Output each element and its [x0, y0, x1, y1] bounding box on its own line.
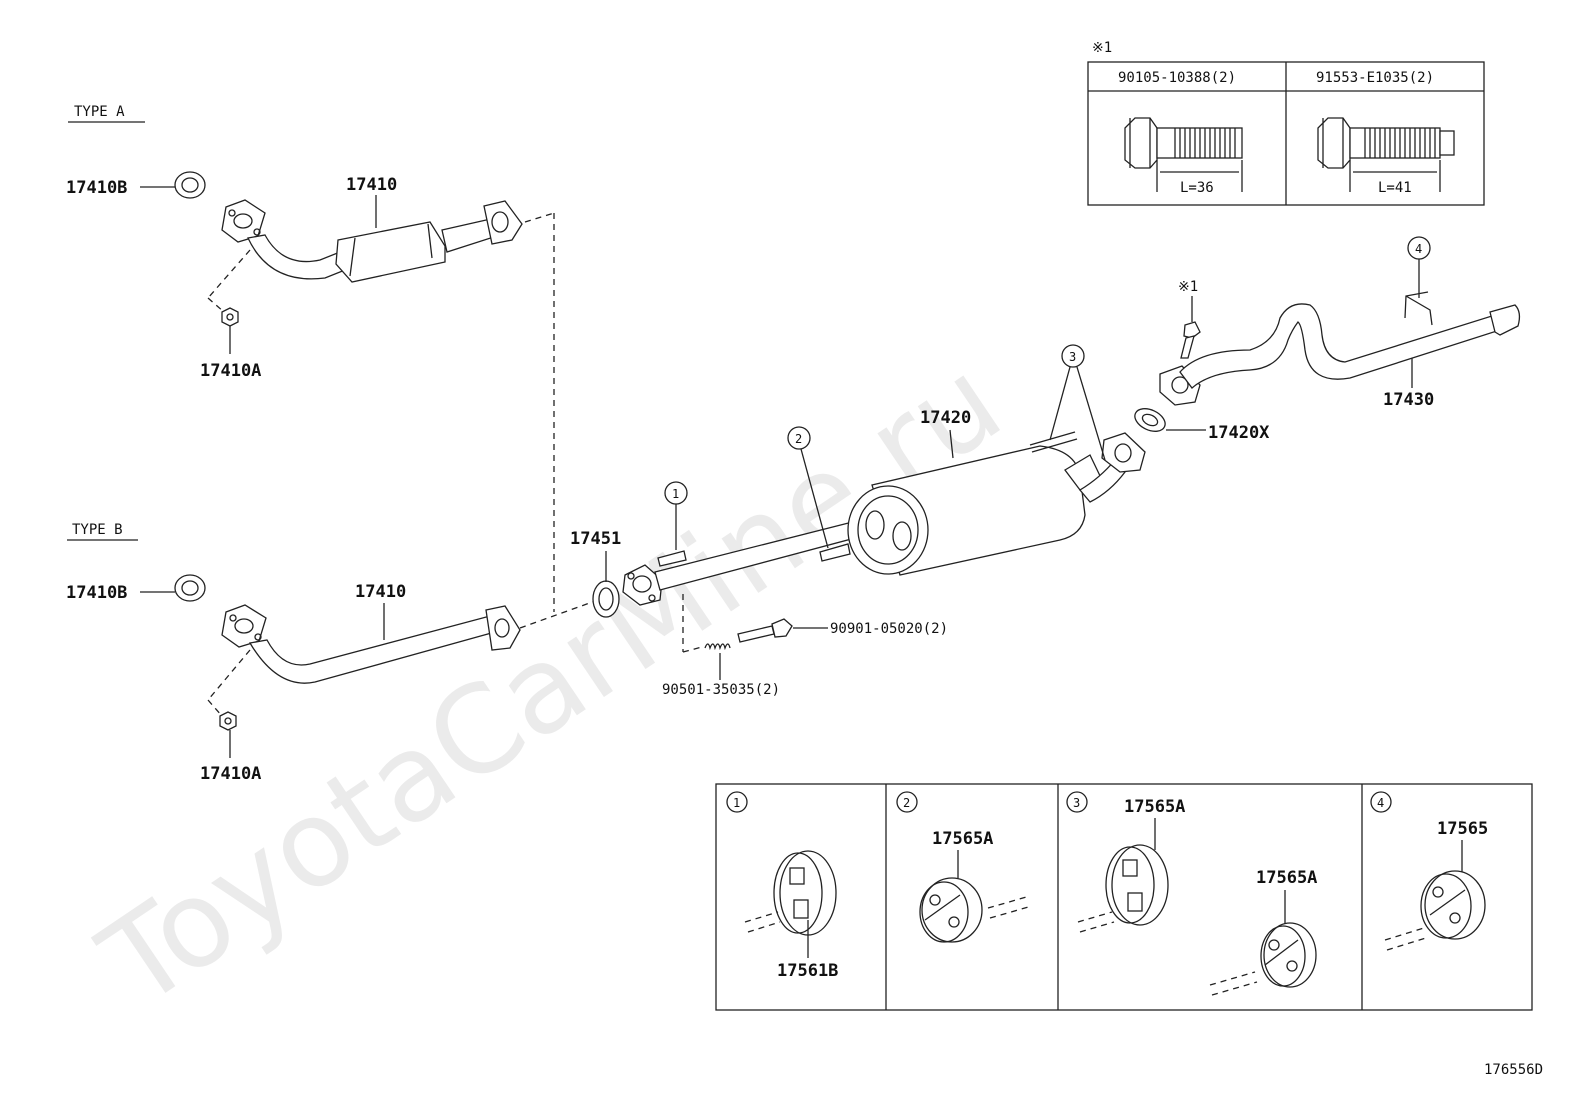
- bolt-note-ref: ※1: [1178, 279, 1198, 295]
- gasket-17410b-type-b[interactable]: [174, 574, 206, 602]
- bolt-note-1[interactable]: [1180, 321, 1201, 359]
- type-a-label: TYPE A: [74, 104, 125, 120]
- gasket-17410b-type-a[interactable]: [174, 171, 206, 199]
- hanger-cell-2: 2 17565A: [896, 791, 1033, 943]
- nut-17410a-type-a[interactable]: [221, 307, 239, 327]
- part-17410-type-a[interactable]: 17410: [346, 175, 397, 195]
- bolt-90105-icon: [1124, 117, 1243, 192]
- part-17420x[interactable]: 17420X: [1208, 423, 1270, 443]
- part-17561b[interactable]: 17561B: [777, 961, 838, 981]
- bolt-90901[interactable]: [737, 618, 793, 643]
- part-17565[interactable]: 17565: [1437, 819, 1488, 839]
- bolt-table-part-1: 90105-10388(2): [1118, 70, 1236, 86]
- svg-text:2: 2: [795, 432, 802, 446]
- part-17410-type-b[interactable]: 17410: [355, 582, 406, 602]
- front-pipe-with-converter-type-a[interactable]: [221, 199, 523, 283]
- type-b-label: TYPE B: [72, 522, 123, 538]
- bolt-table-part-2: 91553-E1035(2): [1316, 70, 1434, 86]
- part-17410a-type-a[interactable]: 17410A: [200, 361, 261, 381]
- callout-1[interactable]: 1: [664, 481, 688, 550]
- callout-4[interactable]: 4: [1407, 236, 1431, 298]
- rubber-hanger-icon[interactable]: [1420, 870, 1486, 940]
- bolt-length-1: L=36: [1180, 180, 1214, 196]
- part-90901-05020[interactable]: 90901-05020(2): [830, 621, 948, 637]
- svg-text:2: 2: [903, 796, 910, 810]
- rubber-hanger-icon[interactable]: [773, 850, 837, 936]
- part-17565a-cell-2[interactable]: 17565A: [932, 829, 993, 849]
- rubber-hanger-icon[interactable]: [1105, 844, 1169, 926]
- callout-2[interactable]: 2: [787, 426, 829, 549]
- center-pipe-muffler-17420[interactable]: [622, 431, 1146, 606]
- type-a-group: TYPE A 17410B 17410: [66, 104, 523, 381]
- part-17420[interactable]: 17420: [920, 408, 971, 428]
- part-17451[interactable]: 17451: [570, 529, 621, 549]
- part-17430[interactable]: 17430: [1383, 390, 1434, 410]
- gasket-17420x[interactable]: [1131, 404, 1168, 436]
- svg-text:3: 3: [1069, 350, 1076, 364]
- watermark: ToyotaCarMine.ru: [78, 333, 1026, 1035]
- part-17565a-cell-3a[interactable]: 17565A: [1124, 797, 1185, 817]
- diagram-code: 176556D: [1484, 1062, 1543, 1078]
- hanger-cell-3: 3 17565A 17565A: [1066, 791, 1317, 996]
- rubber-hanger-icon[interactable]: [919, 877, 983, 943]
- part-17565a-cell-3b[interactable]: 17565A: [1256, 868, 1317, 888]
- front-pipe-type-b[interactable]: [221, 604, 521, 684]
- bolt-length-2: L=41: [1378, 180, 1412, 196]
- type-b-group: TYPE B 17410B 17410 17410A: [66, 522, 521, 784]
- part-17410b-type-b[interactable]: 17410B: [66, 583, 127, 603]
- svg-text:4: 4: [1377, 796, 1384, 810]
- svg-text:3: 3: [1073, 796, 1080, 810]
- rubber-hanger-icon[interactable]: [1260, 922, 1317, 988]
- hanger-cell-1: 1 17561B: [726, 791, 838, 981]
- tail-pipe-17430[interactable]: [1159, 291, 1521, 406]
- bolt-spec-table: ※1 90105-10388(2) 91553-E1035(2) L=36: [1087, 40, 1485, 206]
- part-17410a-type-b[interactable]: 17410A: [200, 764, 261, 784]
- svg-text:4: 4: [1415, 242, 1422, 256]
- spring-90501[interactable]: [704, 643, 731, 651]
- bolt-table-title: ※1: [1092, 40, 1112, 56]
- nut-17410a-type-b[interactable]: [219, 711, 237, 731]
- svg-text:1: 1: [672, 487, 679, 501]
- hanger-cell-4: 4 17565: [1370, 791, 1488, 951]
- part-90501-35035[interactable]: 90501-35035(2): [662, 682, 780, 698]
- svg-text:1: 1: [733, 796, 740, 810]
- hanger-table: 1 17561B 2 17565A: [715, 783, 1533, 1011]
- callout-3[interactable]: 3: [1049, 344, 1106, 461]
- part-17410b-type-a[interactable]: 17410B: [66, 178, 127, 198]
- bolt-91553-icon: [1317, 117, 1455, 192]
- gasket-17451[interactable]: [592, 580, 620, 618]
